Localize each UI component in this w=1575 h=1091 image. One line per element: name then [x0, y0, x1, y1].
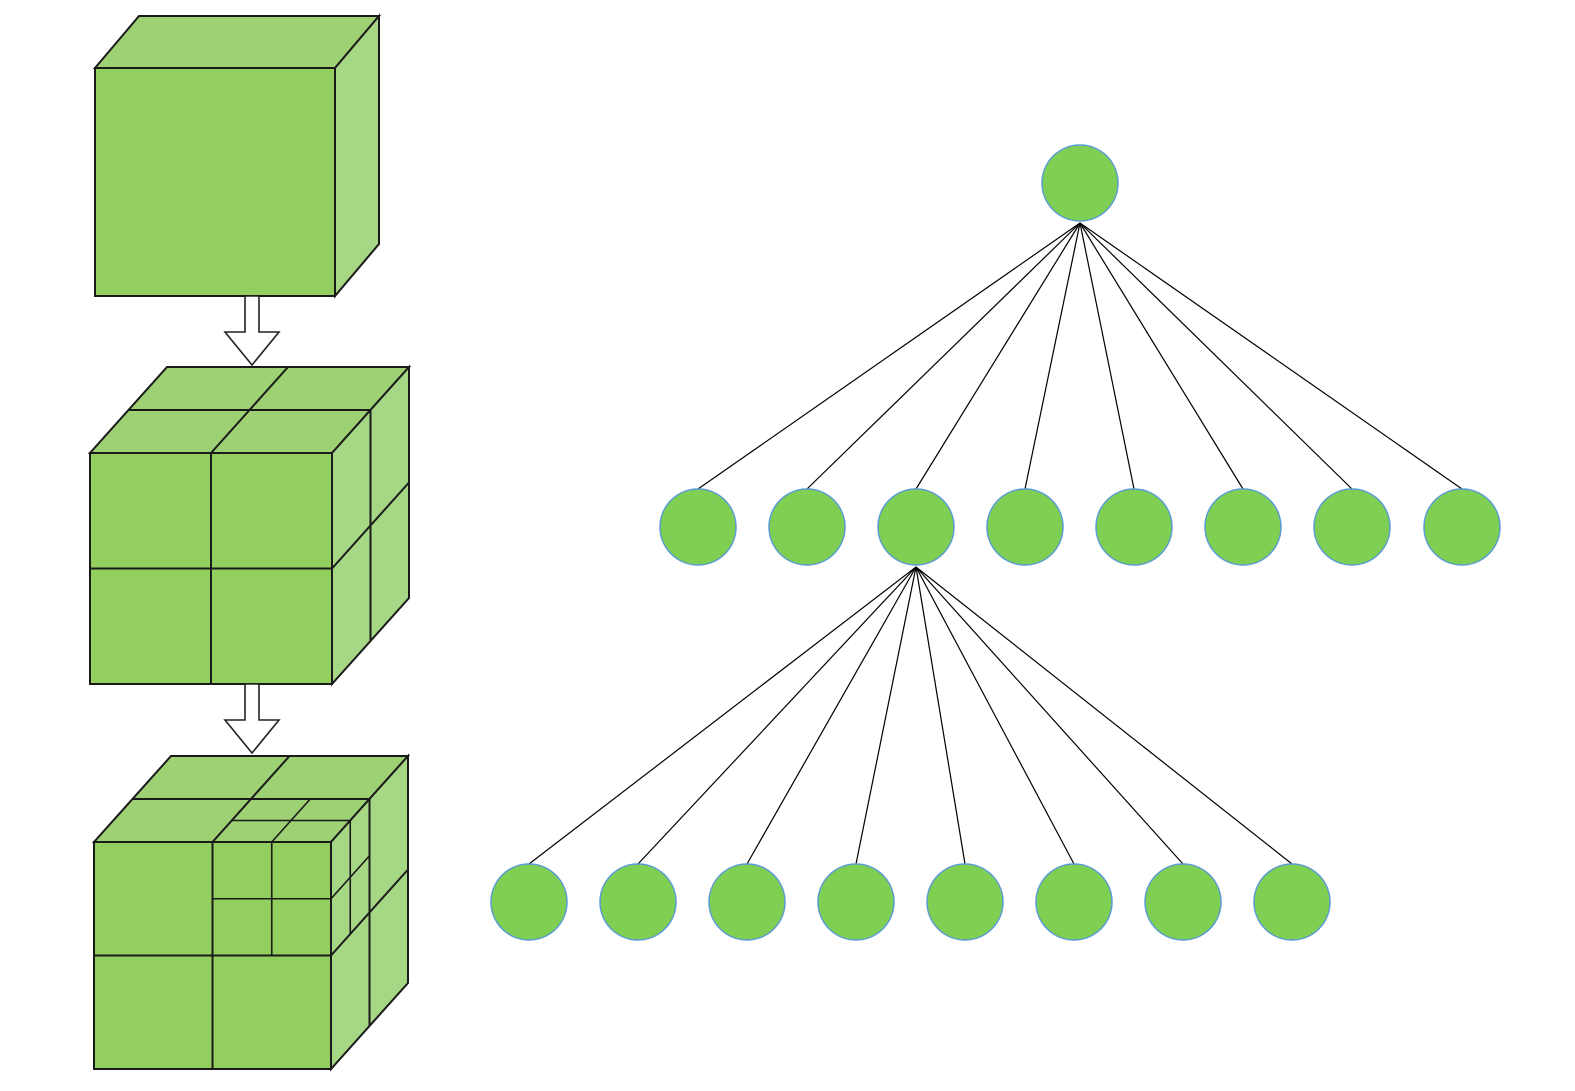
tree-node-level1-7 — [1313, 488, 1391, 566]
tree-edge-level1 — [1024, 222, 1081, 490]
tree-edge-level2 — [855, 566, 917, 865]
tree-edge-level2 — [915, 566, 1293, 865]
tree-node-level2-7 — [1144, 863, 1222, 941]
cube-level-0 — [92, 13, 382, 299]
tree-node-level2-2 — [599, 863, 677, 941]
tree-node-level2-5 — [926, 863, 1004, 941]
subdivision-cubes — [87, 13, 412, 1072]
subdivision-arrows — [223, 295, 281, 755]
octant-top-edge — [211, 798, 252, 843]
tree-edge-level2 — [528, 566, 917, 865]
tree-node-level2-6 — [1035, 863, 1113, 941]
tree-edge-level1 — [806, 222, 1081, 490]
tree-node-level1-4 — [986, 488, 1064, 566]
tree-edge-level2 — [915, 566, 1075, 865]
side-divider-horizontal — [330, 868, 409, 957]
cube-front-face — [94, 67, 336, 297]
octant-top-depth — [271, 798, 311, 843]
tree-edges — [528, 222, 1463, 865]
subdivision-arrow — [223, 295, 281, 367]
tree-edge-level1 — [1079, 222, 1463, 490]
cube-level-1 — [87, 364, 412, 687]
tree-node-level1-2 — [768, 488, 846, 566]
tree-node-level2-3 — [708, 863, 786, 941]
tree-node-level1-3 — [877, 488, 955, 566]
tree-root-node — [1041, 144, 1119, 222]
tree-edge-level2 — [915, 566, 966, 865]
tree-node-level2-4 — [817, 863, 895, 941]
tree-nodes — [490, 144, 1501, 941]
side-divider-horizontal — [331, 481, 410, 570]
tree-edge-level1 — [1079, 222, 1244, 490]
tree-node-level2-1 — [490, 863, 568, 941]
cube-top-face — [92, 15, 382, 69]
tree-edge-level1 — [697, 222, 1081, 490]
tree-edge-level2 — [915, 566, 1184, 865]
tree-edge-level1 — [1079, 222, 1135, 490]
octant-side-horizontal — [330, 855, 371, 900]
tree-edge-level1 — [1079, 222, 1353, 490]
tree-edge-level1 — [915, 222, 1081, 490]
cube-level-2 — [91, 753, 411, 1072]
tree-node-level2-8 — [1253, 863, 1331, 941]
tree-node-level1-1 — [659, 488, 737, 566]
tree-node-level1-5 — [1095, 488, 1173, 566]
tree-edge-level2 — [746, 566, 917, 865]
tree-edge-level2 — [637, 566, 917, 865]
tree-node-level1-8 — [1423, 488, 1501, 566]
tree-node-level1-6 — [1204, 488, 1282, 566]
subdivision-arrow — [223, 683, 281, 755]
